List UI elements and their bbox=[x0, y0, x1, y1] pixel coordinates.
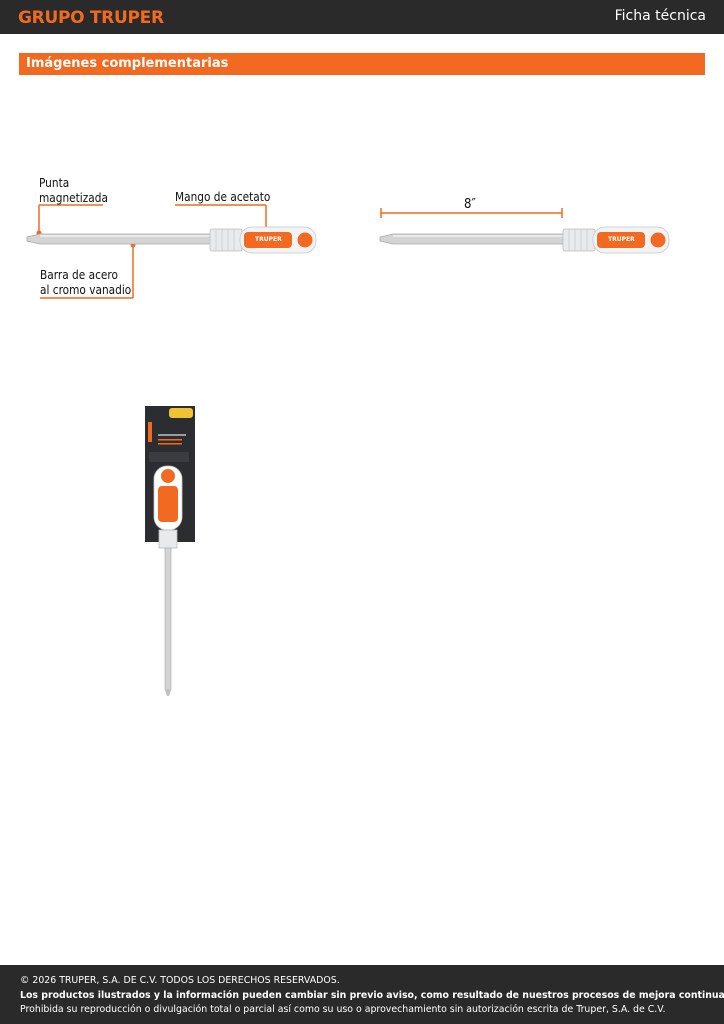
section-header: Imágenes complementarias bbox=[19, 53, 705, 75]
legal-text: Prohibida su reproducción o divulgación … bbox=[20, 1004, 666, 1015]
screwdriver-parts-drawing bbox=[26, 204, 317, 299]
screwdriver-dimension-figure: 8″ TRUPER bbox=[362, 0, 724, 330]
handle-label: Mango de acetato bbox=[175, 190, 271, 204]
copyright-text: © 2026 TRUPER, S.A. DE C.V. TODOS LOS DE… bbox=[20, 975, 340, 986]
page-footer: © 2026 TRUPER, S.A. DE C.V. TODOS LOS DE… bbox=[0, 965, 724, 1024]
tip-label: Punta magnetizada bbox=[39, 176, 108, 206]
screwdriver-parts-figure: Punta magnetizada Mango de acetato Barra… bbox=[0, 0, 362, 330]
tip-label-line2: magnetizada bbox=[39, 191, 108, 205]
notice-text: Los productos ilustrados y la informació… bbox=[20, 990, 724, 1001]
tip-label-line1: Punta bbox=[39, 176, 70, 190]
bar-label-line1: Barra de acero bbox=[40, 268, 118, 282]
page-header: GRUPO TRUPER Ficha técnica bbox=[0, 0, 724, 34]
screwdriver-dimension-drawing bbox=[379, 208, 670, 254]
bar-label: Barra de acero al cromo vanadio bbox=[40, 268, 131, 298]
document-type: Ficha técnica bbox=[614, 8, 706, 24]
handle-logo-text: TRUPER bbox=[255, 236, 282, 243]
handle-logo-text-2: TRUPER bbox=[608, 236, 635, 243]
packaging-drawing bbox=[145, 406, 195, 696]
section-title: Imágenes complementarias bbox=[26, 56, 229, 71]
length-label: 8″ bbox=[464, 197, 476, 212]
brand-logo: GRUPO TRUPER bbox=[18, 8, 164, 28]
bar-label-line2: al cromo vanadio bbox=[40, 283, 132, 297]
packaging-image bbox=[140, 400, 200, 700]
